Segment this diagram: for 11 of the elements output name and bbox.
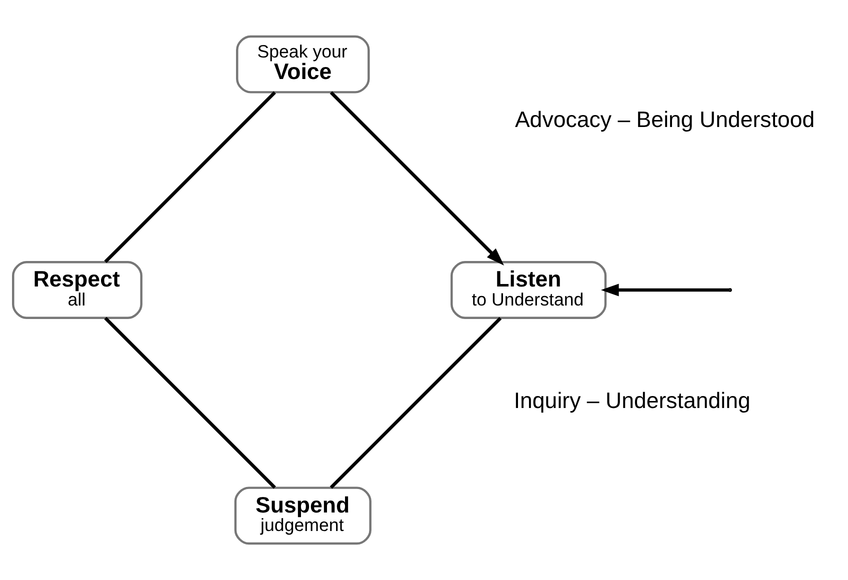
node-box: Speak your Voice (236, 35, 370, 94)
node-box: Suspend judgement (234, 486, 372, 545)
node-box: Respect all (12, 261, 142, 319)
label: Advocacy – Being Understood (514, 107, 815, 132)
arrow (600, 284, 730, 296)
node-box: Listen to Understand (450, 261, 607, 319)
connector (104, 91, 276, 264)
arrow (330, 91, 504, 266)
label: Inquiry – Understanding (514, 388, 750, 414)
connector (104, 316, 276, 489)
connector (330, 316, 502, 489)
